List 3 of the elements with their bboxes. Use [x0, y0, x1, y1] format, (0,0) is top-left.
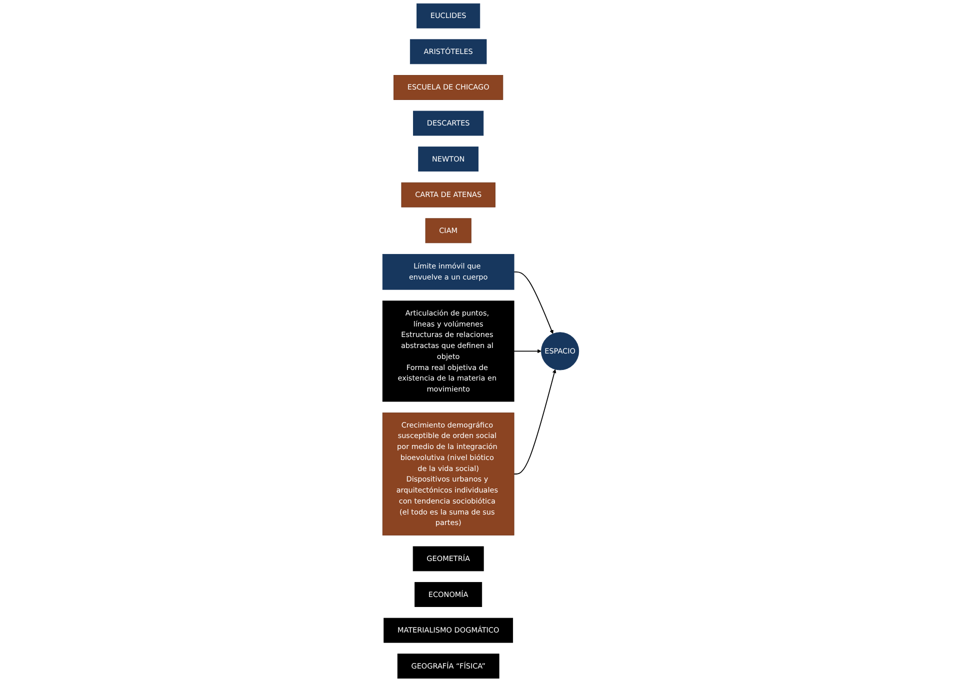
arrow: [513, 271, 554, 334]
arrow: [513, 349, 542, 354]
arrow: [513, 369, 556, 474]
